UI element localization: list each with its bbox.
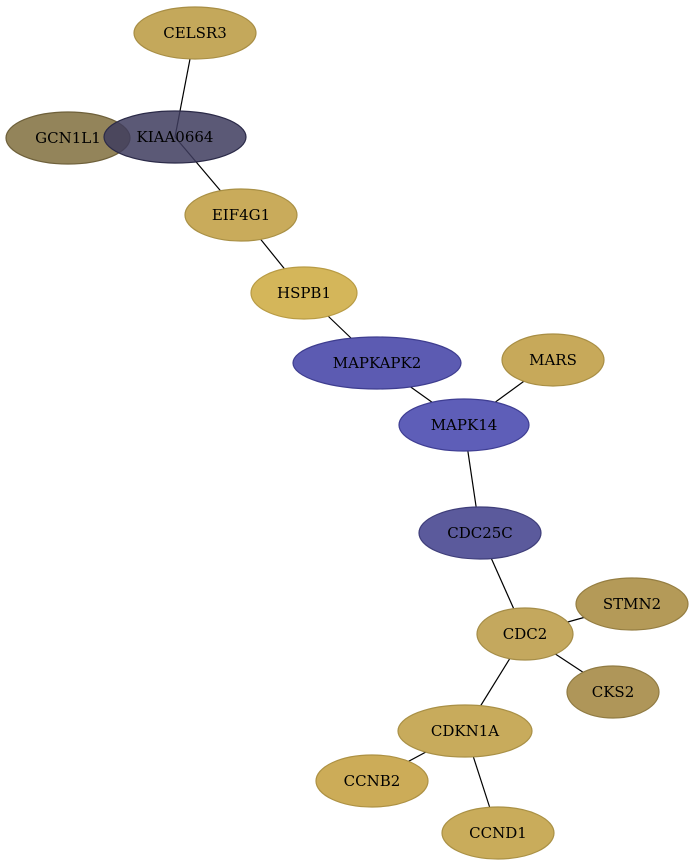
node-stmn2[interactable]: STMN2: [575, 577, 689, 631]
node-shape-stmn2[interactable]: [575, 577, 689, 631]
node-mapk14[interactable]: MAPK14: [398, 398, 530, 452]
node-shape-mapkapk2[interactable]: [292, 336, 462, 390]
node-hspb1[interactable]: HSPB1: [250, 266, 358, 320]
node-shape-celsr3[interactable]: [133, 6, 257, 60]
node-label-eif4g1: EIF4G1: [212, 206, 270, 224]
node-cdc2[interactable]: CDC2: [476, 607, 574, 661]
node-shape-mars[interactable]: [501, 333, 605, 387]
node-shape-ccnb2[interactable]: [315, 754, 429, 808]
node-shape-cdc25c[interactable]: [418, 506, 542, 560]
node-label-ccnd1: CCND1: [469, 824, 527, 842]
node-shape-cks2[interactable]: [566, 665, 660, 719]
node-cks2[interactable]: CKS2: [566, 665, 660, 719]
node-shape-kiaa0664[interactable]: [103, 110, 247, 164]
node-label-celsr3: CELSR3: [163, 24, 227, 42]
node-label-mars: MARS: [529, 351, 577, 369]
node-label-cdc25c: CDC25C: [447, 524, 513, 542]
node-ccnb2[interactable]: CCNB2: [315, 754, 429, 808]
node-mars[interactable]: MARS: [501, 333, 605, 387]
node-shape-cdkn1a[interactable]: [397, 704, 533, 758]
node-label-kiaa0664: KIAA0664: [137, 128, 214, 146]
node-label-mapk14: MAPK14: [431, 416, 498, 434]
node-label-cdkn1a: CDKN1A: [431, 722, 499, 740]
node-label-cks2: CKS2: [592, 683, 635, 701]
node-eif4g1[interactable]: EIF4G1: [184, 188, 298, 242]
node-cdc25c[interactable]: CDC25C: [418, 506, 542, 560]
node-label-hspb1: HSPB1: [277, 284, 331, 302]
node-shape-eif4g1[interactable]: [184, 188, 298, 242]
node-ccnd1[interactable]: CCND1: [441, 806, 555, 860]
node-shape-mapk14[interactable]: [398, 398, 530, 452]
node-label-cdc2: CDC2: [503, 625, 548, 643]
node-shape-ccnd1[interactable]: [441, 806, 555, 860]
node-celsr3[interactable]: CELSR3: [133, 6, 257, 60]
node-shape-hspb1[interactable]: [250, 266, 358, 320]
node-mapkapk2[interactable]: MAPKAPK2: [292, 336, 462, 390]
node-label-mapkapk2: MAPKAPK2: [333, 354, 422, 372]
node-label-gcn1l1: GCN1L1: [35, 129, 101, 147]
node-shape-cdc2[interactable]: [476, 607, 574, 661]
node-label-stmn2: STMN2: [603, 595, 661, 613]
node-kiaa0664[interactable]: KIAA0664: [103, 110, 247, 164]
node-label-ccnb2: CCNB2: [344, 772, 401, 790]
node-cdkn1a[interactable]: CDKN1A: [397, 704, 533, 758]
